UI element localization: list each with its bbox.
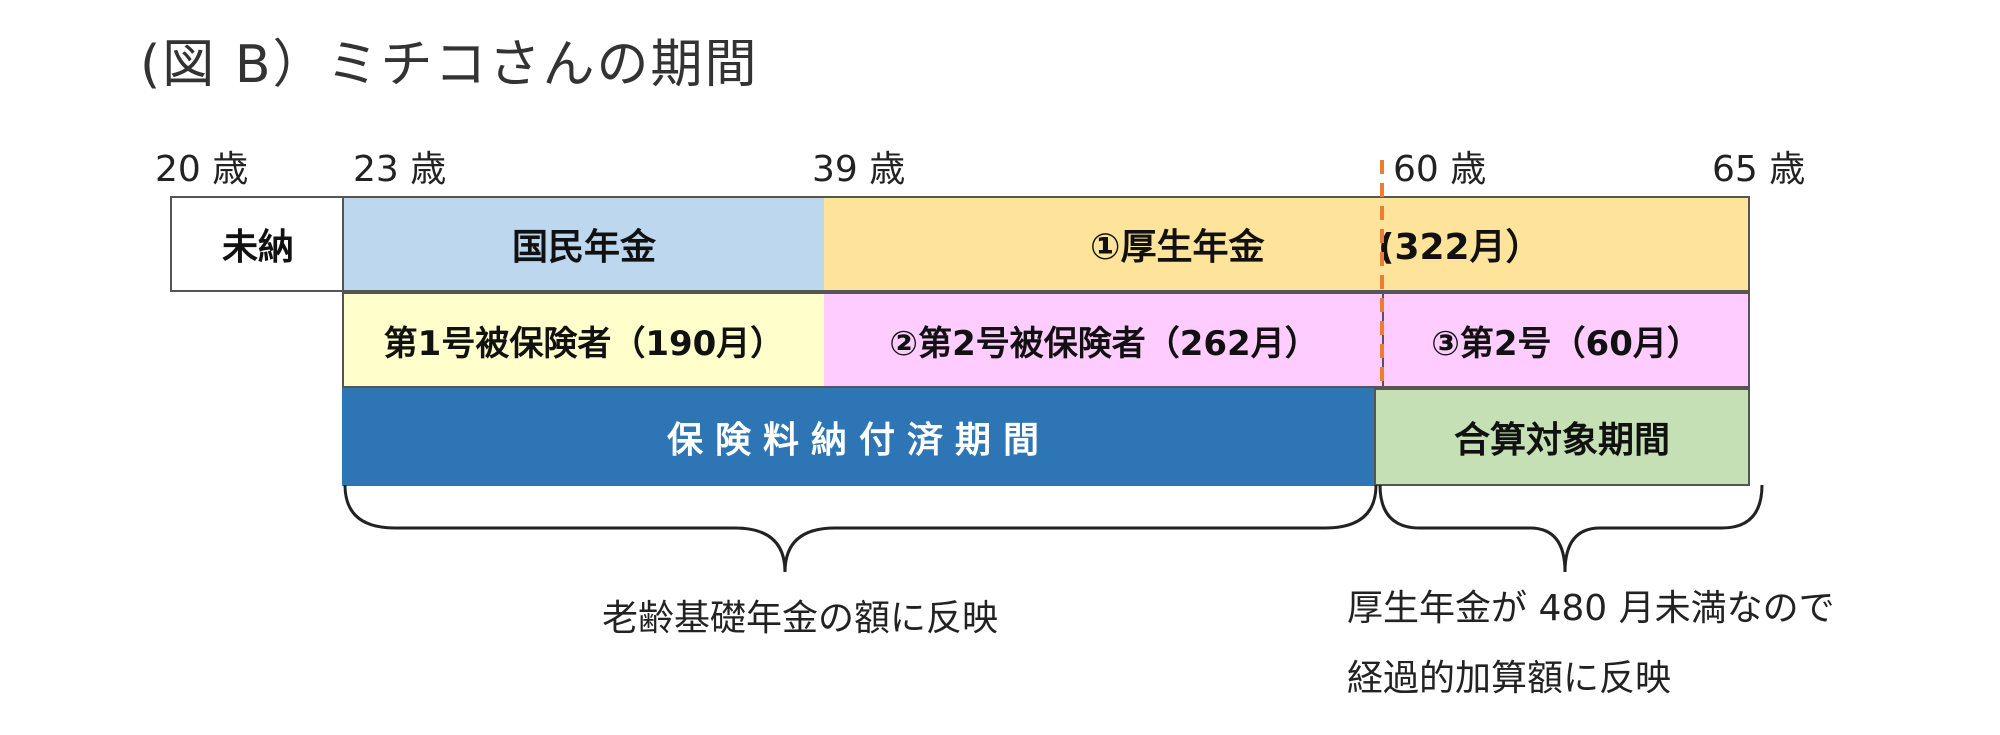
- employee-pension-label: ①厚生年金: [1090, 227, 1265, 268]
- age-label-23: 23 歳: [353, 149, 447, 190]
- premium-paid-period-label: 保険料納付済期間: [666, 420, 1051, 461]
- national-pension-block: 国民年金: [342, 196, 826, 292]
- category2-insured-block: ②第2号被保険者（262月）: [824, 292, 1384, 388]
- category1-insured-label: 第1号被保険者（190月）: [383, 323, 785, 364]
- diagram-title: (図 B）ミチコさんの期間: [140, 35, 759, 95]
- age-label-60: 60 歳: [1393, 149, 1487, 190]
- left-brace: [343, 484, 1378, 573]
- transitional-note-line1: 厚生年金が 480 月未満なので: [1347, 588, 1835, 629]
- category2-after60-label: ③第2号（60月）: [1431, 323, 1701, 364]
- premium-paid-period-block: 保険料納付済期間: [342, 388, 1376, 486]
- right-brace: [1378, 484, 1764, 573]
- transitional-note-line2: 経過的加算額に反映: [1347, 658, 1672, 699]
- category2-after60-block: ③第2号（60月）: [1382, 292, 1750, 388]
- age-label-20: 20 歳: [155, 149, 249, 190]
- employee-pension-months: (322月）: [1378, 227, 1542, 268]
- age-label-39: 39 歳: [812, 149, 906, 190]
- basic-pension-note: 老齢基礎年金の額に反映: [602, 598, 999, 639]
- employee-pension-block: [824, 196, 1750, 292]
- unpaid-block: 未納: [170, 196, 344, 292]
- age-label-65: 65 歳: [1712, 149, 1806, 190]
- aggregation-period-label: 合算対象期間: [1453, 420, 1670, 461]
- aggregation-period-block: 合算対象期間: [1374, 388, 1750, 486]
- national-pension-label: 国民年金: [511, 227, 656, 268]
- category1-insured-block: 第1号被保険者（190月）: [342, 292, 826, 388]
- unpaid-label: 未納: [221, 227, 294, 268]
- category2-insured-label: ②第2号被保険者（262月）: [889, 323, 1319, 364]
